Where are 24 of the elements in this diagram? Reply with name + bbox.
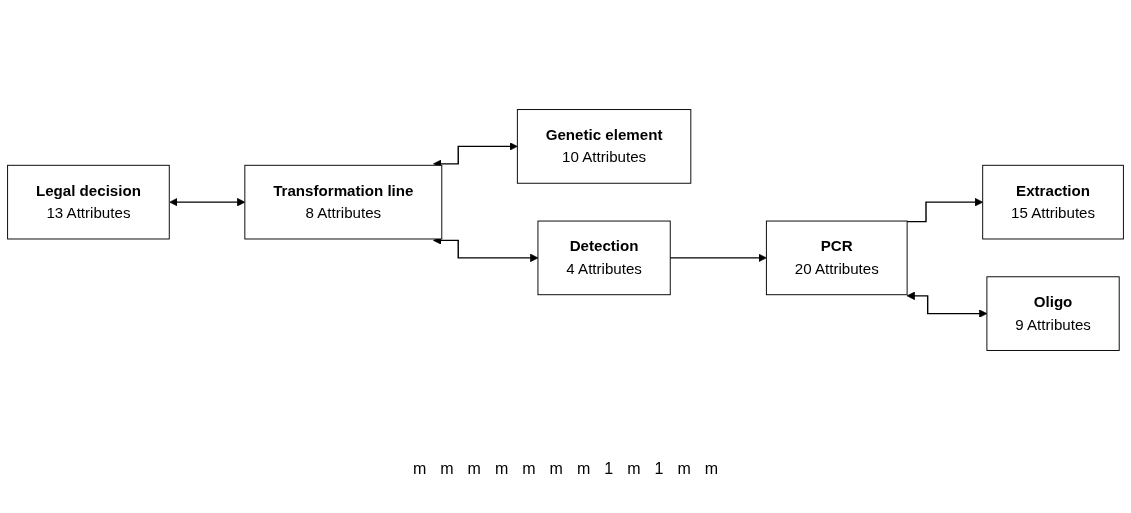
node-box: PCR 20 Attributes [765, 220, 908, 296]
node-box: Extraction 15 Attributes [982, 164, 1124, 240]
multiplicity-label: m [677, 460, 691, 478]
multiplicity-label: m [467, 460, 481, 478]
arrow [169, 197, 246, 207]
multiplicity-label: 1 [654, 460, 664, 478]
node-box: Genetic element 10 Attributes [516, 109, 692, 184]
node-box: Transformation line 8 Attributes [244, 164, 443, 240]
arrow [906, 197, 984, 223]
arrow [433, 142, 518, 168]
multiplicity-label: m [704, 460, 719, 478]
multiplicity-label: m [549, 460, 563, 478]
arrow [906, 291, 988, 318]
multiplicity-label: m [576, 460, 591, 478]
multiplicity-label: m [494, 460, 509, 478]
multiplicity-label: m [440, 460, 454, 478]
node-box: Detection 4 Attributes [537, 220, 671, 296]
node-box: Oligo 9 Attributes [986, 276, 1120, 351]
node-box: Legal decision 13 Attributes [7, 164, 170, 240]
multiplicity-label: m [412, 460, 427, 478]
multiplicity-label: 1 [604, 460, 614, 478]
arrow [669, 253, 767, 262]
multiplicity-label: m [627, 460, 641, 478]
multiplicity-label: m [522, 460, 536, 478]
